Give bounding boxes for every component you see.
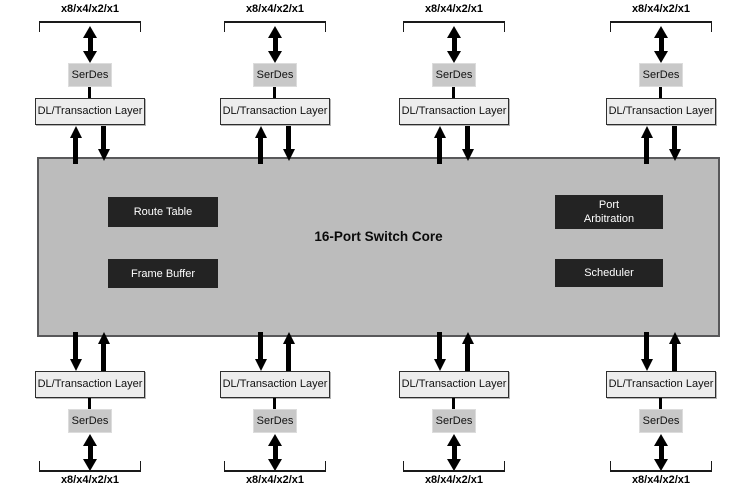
- dl-label: DL/Transaction Layer: [401, 105, 507, 117]
- serdes-block: SerDes: [68, 409, 112, 433]
- serdes-label: SerDes: [256, 415, 294, 427]
- serdes-label: SerDes: [435, 69, 473, 81]
- updown-arrow: [83, 26, 97, 63]
- frame-buffer-block: Frame Buffer: [108, 259, 218, 288]
- lane-bracket: [610, 461, 712, 472]
- lane-width-label: x8/x4/x2/x1: [631, 474, 691, 486]
- dl-transaction-layer-block: DL/Transaction Layer: [220, 371, 330, 398]
- arrow-into-dl: [640, 332, 653, 371]
- serdes-dl-link: [88, 398, 91, 409]
- dl-transaction-layer-block: DL/Transaction Layer: [606, 98, 716, 125]
- dl-label: DL/Transaction Layer: [222, 378, 328, 390]
- dl-label: DL/Transaction Layer: [37, 105, 143, 117]
- serdes-block: SerDes: [253, 63, 297, 87]
- serdes-label: SerDes: [642, 415, 680, 427]
- scheduler-block: Scheduler: [555, 259, 663, 287]
- updown-arrow: [447, 26, 461, 63]
- arrow-into-dl: [254, 332, 267, 371]
- serdes-dl-link: [273, 398, 276, 409]
- dl-transaction-layer-block: DL/Transaction Layer: [35, 371, 145, 398]
- dl-transaction-layer-block: DL/Transaction Layer: [220, 98, 330, 125]
- lane-bracket: [403, 21, 505, 32]
- lane-bracket: [403, 461, 505, 472]
- arrow-into-dl: [69, 126, 82, 164]
- serdes-label: SerDes: [71, 69, 109, 81]
- dl-transaction-layer-block: DL/Transaction Layer: [35, 98, 145, 125]
- updown-arrow: [268, 434, 282, 471]
- lane-width-label: x8/x4/x2/x1: [245, 474, 305, 486]
- frame-buffer-label: Frame Buffer: [131, 267, 195, 280]
- arrow-into-core: [668, 332, 681, 371]
- lane-bracket: [610, 21, 712, 32]
- serdes-label: SerDes: [435, 415, 473, 427]
- dl-label: DL/Transaction Layer: [222, 105, 328, 117]
- port-arbitration-label: Port Arbitration: [583, 198, 635, 225]
- updown-arrow: [654, 434, 668, 471]
- lane-bracket: [224, 461, 326, 472]
- lane-width-label: x8/x4/x2/x1: [60, 474, 120, 486]
- serdes-label: SerDes: [256, 69, 294, 81]
- arrow-into-core: [97, 126, 110, 161]
- port-bottom-2: DL/Transaction Layer SerDes x8/x4/x2/x1: [215, 332, 335, 494]
- arrow-into-dl: [640, 126, 653, 164]
- serdes-label: SerDes: [71, 415, 109, 427]
- arrow-into-core: [282, 126, 295, 161]
- port-top-2: x8/x4/x2/x1 SerDes DL/Transaction Layer: [215, 0, 335, 166]
- updown-arrow: [83, 434, 97, 471]
- lane-bracket: [224, 21, 326, 32]
- dl-label: DL/Transaction Layer: [37, 378, 143, 390]
- port-top-3: x8/x4/x2/x1 SerDes DL/Transaction Layer: [394, 0, 514, 166]
- updown-arrow: [268, 26, 282, 63]
- dl-transaction-layer-block: DL/Transaction Layer: [399, 98, 509, 125]
- port-arbitration-block: Port Arbitration: [555, 195, 663, 229]
- updown-arrow: [447, 434, 461, 471]
- route-table-block: Route Table: [108, 197, 218, 227]
- arrow-into-dl: [433, 126, 446, 164]
- arrow-into-core: [461, 332, 474, 371]
- serdes-block: SerDes: [68, 63, 112, 87]
- serdes-block: SerDes: [432, 409, 476, 433]
- serdes-dl-link: [452, 87, 455, 98]
- arrow-into-core: [282, 332, 295, 371]
- serdes-dl-link: [88, 87, 91, 98]
- serdes-dl-link: [452, 398, 455, 409]
- lane-bracket: [39, 21, 141, 32]
- lane-bracket: [39, 461, 141, 472]
- lane-width-label: x8/x4/x2/x1: [424, 474, 484, 486]
- lane-width-label: x8/x4/x2/x1: [631, 3, 691, 15]
- lane-width-label: x8/x4/x2/x1: [424, 3, 484, 15]
- serdes-dl-link: [659, 398, 662, 409]
- lane-width-label: x8/x4/x2/x1: [60, 3, 120, 15]
- route-table-label: Route Table: [133, 206, 193, 218]
- port-top-1: x8/x4/x2/x1 SerDes DL/Transaction Layer: [30, 0, 150, 166]
- arrow-into-dl: [69, 332, 82, 371]
- scheduler-label: Scheduler: [584, 267, 634, 279]
- port-bottom-1: DL/Transaction Layer SerDes x8/x4/x2/x1: [30, 332, 150, 494]
- arrow-into-core: [668, 126, 681, 161]
- serdes-dl-link: [273, 87, 276, 98]
- dl-transaction-layer-block: DL/Transaction Layer: [399, 371, 509, 398]
- arrow-into-core: [461, 126, 474, 161]
- port-top-4: x8/x4/x2/x1 SerDes DL/Transaction Layer: [601, 0, 721, 166]
- arrow-into-dl: [433, 332, 446, 371]
- port-bottom-3: DL/Transaction Layer SerDes x8/x4/x2/x1: [394, 332, 514, 494]
- dl-label: DL/Transaction Layer: [608, 105, 714, 117]
- dl-label: DL/Transaction Layer: [608, 378, 714, 390]
- arrow-into-core: [97, 332, 110, 371]
- dl-transaction-layer-block: DL/Transaction Layer: [606, 371, 716, 398]
- serdes-block: SerDes: [639, 63, 683, 87]
- dl-label: DL/Transaction Layer: [401, 378, 507, 390]
- arrow-into-dl: [254, 126, 267, 164]
- serdes-block: SerDes: [639, 409, 683, 433]
- updown-arrow: [654, 26, 668, 63]
- serdes-dl-link: [659, 87, 662, 98]
- switch-core-box: 16-Port Switch Core Route Table Frame Bu…: [37, 157, 720, 337]
- serdes-block: SerDes: [432, 63, 476, 87]
- serdes-block: SerDes: [253, 409, 297, 433]
- port-bottom-4: DL/Transaction Layer SerDes x8/x4/x2/x1: [601, 332, 721, 494]
- core-title: 16-Port Switch Core: [314, 229, 443, 244]
- lane-width-label: x8/x4/x2/x1: [245, 3, 305, 15]
- serdes-label: SerDes: [642, 69, 680, 81]
